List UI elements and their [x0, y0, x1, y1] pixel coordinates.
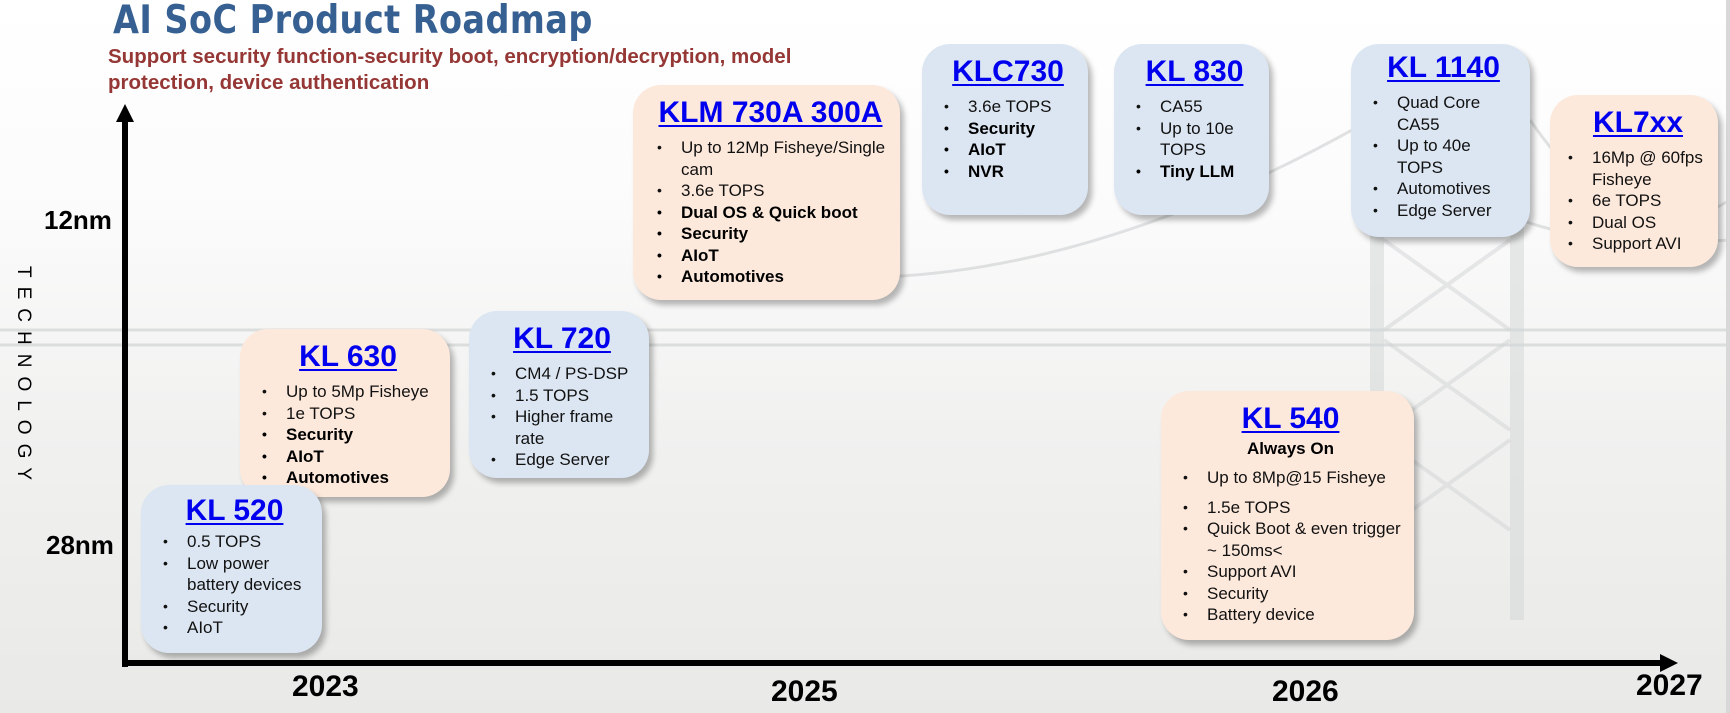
feature-item: Quad Core CA55 [1369, 92, 1518, 135]
y-tick-28nm: 28nm [46, 530, 114, 560]
feature-item: 16Mp @ 60fps Fisheye [1564, 147, 1712, 190]
feature-item: 0.5 TOPS [159, 531, 310, 553]
feature-item: 1e TOPS [258, 403, 438, 425]
feature-item: AIoT [940, 139, 1076, 161]
product-card-klm730a: KLM 730A 300A Up to 12Mp Fisheye/Single … [633, 85, 900, 300]
x-axis-line [122, 660, 1662, 666]
feature-item: Quick Boot & even trigger ~ 150ms< [1179, 518, 1402, 561]
product-name-link[interactable]: KL 520 [185, 494, 284, 527]
feature-item: Up to 8Mp@15 Fisheye [1179, 467, 1402, 489]
feature-item: Automotives [1369, 178, 1518, 200]
feature-item: Tiny LLM [1132, 161, 1257, 183]
feature-item: Battery device [1179, 604, 1402, 626]
y-axis-label: TECHNOLOGY [13, 266, 34, 490]
product-name-link[interactable]: KL 630 [299, 340, 397, 373]
y-axis-line [122, 118, 128, 667]
x-tick-2027: 2027 [1636, 669, 1703, 702]
product-card-kl7xx: KL7xx 16Mp @ 60fps Fisheye 6e TOPS Dual … [1550, 95, 1718, 267]
product-name-link[interactable]: KL 830 [1145, 55, 1244, 88]
feature-item: NVR [940, 161, 1076, 183]
product-name-link[interactable]: KL 1140 [1387, 51, 1500, 84]
product-name-link[interactable]: KL 540 [1241, 402, 1340, 435]
product-card-kl720: KL 720 CM4 / PS-DSP 1.5 TOPS Higher fram… [469, 311, 649, 478]
feature-item: Security [653, 223, 888, 245]
feature-item: CA55 [1132, 96, 1257, 118]
feature-item: Higher frame rate [487, 406, 637, 449]
feature-item: Up to 12Mp Fisheye/Single cam [653, 137, 888, 180]
feature-item: 1.5 TOPS [487, 385, 637, 407]
product-name-link[interactable]: KL7xx [1592, 106, 1684, 139]
product-card-kl520: KL 520 0.5 TOPS Low power battery device… [141, 485, 322, 653]
y-tick-12nm: 12nm [44, 205, 112, 235]
feature-item: Up to 5Mp Fisheye [258, 381, 438, 403]
x-axis-arrow-icon [1660, 654, 1678, 672]
feature-item: 3.6e TOPS [940, 96, 1076, 118]
feature-item: Support AVI [1564, 233, 1712, 255]
feature-item: Up to 40e TOPS [1369, 135, 1518, 178]
product-name-link[interactable]: KLM 730A 300A [658, 96, 883, 129]
product-note: Always On [1247, 439, 1334, 458]
page-subtitle: Support security function-security boot,… [108, 45, 792, 94]
feature-item: 6e TOPS [1564, 190, 1712, 212]
x-tick-2023: 2023 [292, 670, 359, 703]
feature-item: AIoT [653, 245, 888, 267]
feature-item: Dual OS & Quick boot [653, 202, 888, 224]
feature-item: Security [940, 118, 1076, 140]
feature-item: Security [1179, 583, 1402, 605]
feature-item: Security [159, 596, 310, 618]
feature-item: Up to 10e TOPS [1132, 118, 1257, 161]
feature-item: 3.6e TOPS [653, 180, 888, 202]
feature-item: Edge Server [487, 449, 637, 471]
feature-item: Low power battery devices [159, 553, 310, 596]
product-card-kl830: KL 830 CA55 Up to 10e TOPS Tiny LLM [1114, 44, 1269, 215]
feature-item: Automotives [653, 266, 888, 288]
product-name-link[interactable]: KL 720 [513, 322, 611, 355]
product-card-kl630: KL 630 Up to 5Mp Fisheye 1e TOPS Securit… [240, 329, 450, 497]
feature-item: Edge Server [1369, 200, 1518, 222]
feature-item: Support AVI [1179, 561, 1402, 583]
feature-item: 1.5e TOPS [1179, 497, 1402, 519]
product-card-kl1140: KL 1140 Quad Core CA55 Up to 40e TOPS Au… [1351, 44, 1530, 237]
page-title: AI SoC Product Roadmap [113, 0, 593, 43]
feature-item: Automotives [258, 467, 438, 489]
y-axis-arrow-icon [116, 104, 134, 122]
feature-item: CM4 / PS-DSP [487, 363, 637, 385]
feature-item: AIoT [159, 617, 310, 639]
product-card-klc730: KLC730 3.6e TOPS Security AIoT NVR [922, 44, 1088, 215]
x-tick-2026: 2026 [1272, 675, 1339, 708]
product-name-link[interactable]: KLC730 [952, 55, 1064, 88]
x-tick-2025: 2025 [771, 675, 838, 708]
product-card-kl540: KL 540 Always On Up to 8Mp@15 Fisheye 1.… [1161, 391, 1414, 640]
feature-item: Security [258, 424, 438, 446]
feature-item: Dual OS [1564, 212, 1712, 234]
feature-item: AIoT [258, 446, 438, 468]
